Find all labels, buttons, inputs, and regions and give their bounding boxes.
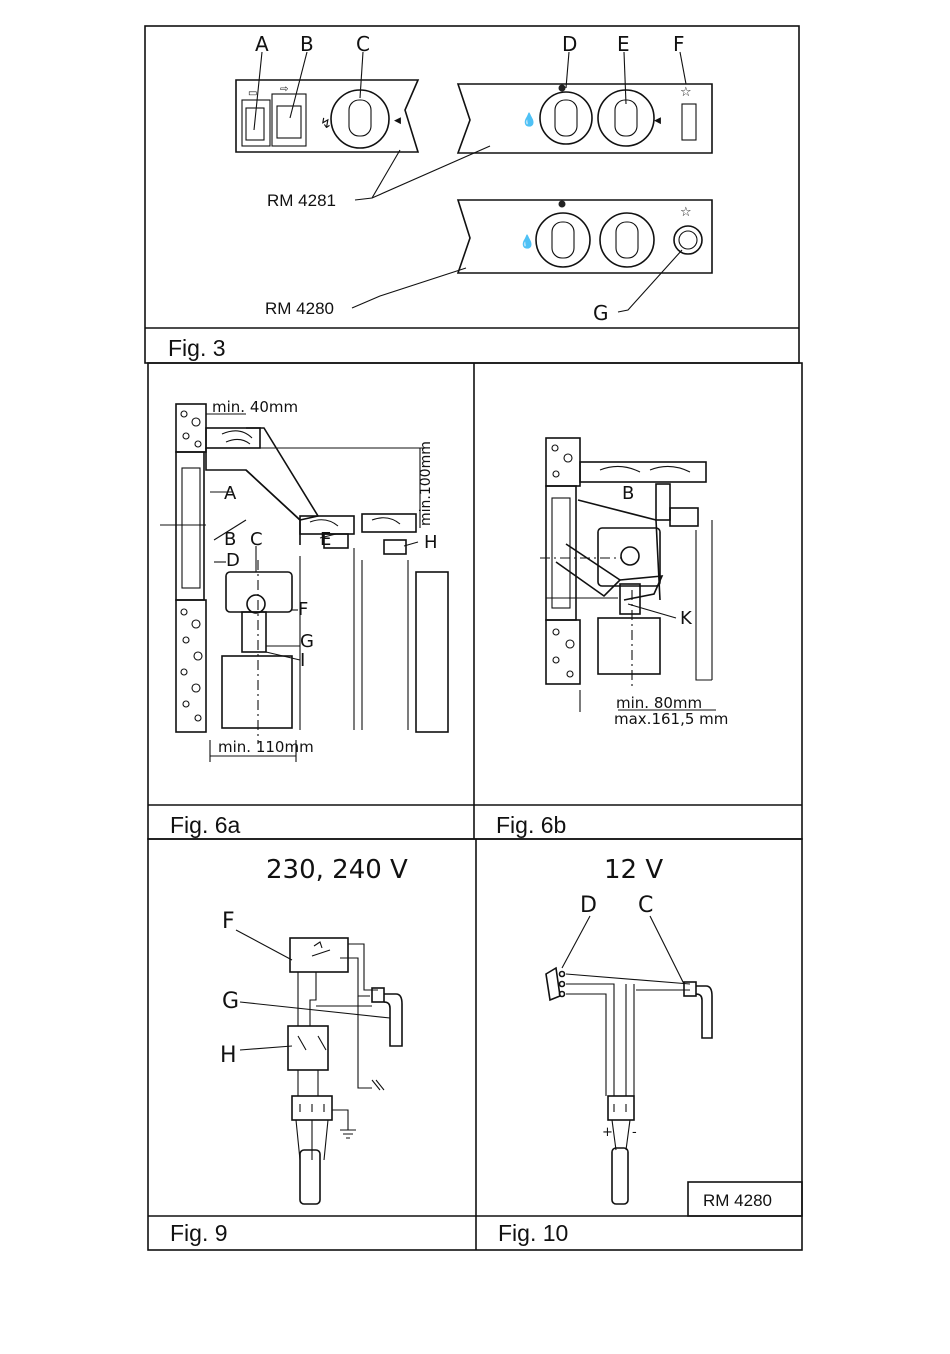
fig3-letter-e: E <box>617 32 630 56</box>
svg-text:◀: ◀ <box>654 116 661 126</box>
fig3-letter-c: C <box>356 32 370 56</box>
svg-text:⇨: ⇨ <box>280 84 288 95</box>
fig6a-letter-f: F <box>298 599 308 620</box>
fig10-polarity-plus: + <box>602 1125 613 1140</box>
fig10-caption: Fig. 10 <box>498 1220 568 1246</box>
fig6a-letter-e: E <box>320 529 331 550</box>
fig6b-letter-b: B <box>622 483 634 504</box>
svg-text:💧: 💧 <box>519 234 535 250</box>
fig3-letter-g: G <box>593 301 609 325</box>
fig6a-dim-vertical: min.100mm <box>418 441 434 526</box>
fig6b-letter-k: K <box>680 608 693 629</box>
fig9-circuit <box>288 938 402 1204</box>
svg-text:☆: ☆ <box>680 85 692 100</box>
fig10-model-label: RM 4280 <box>703 1191 772 1210</box>
fig6b-fridge <box>540 520 712 688</box>
fig6a-caption: Fig. 6a <box>170 812 241 838</box>
fig6a-letter-b: B <box>224 529 236 550</box>
svg-text:💧: 💧 <box>521 112 537 128</box>
fig10-circuit <box>546 968 712 1204</box>
fig6a-letter-d: D <box>226 550 240 571</box>
fig3-caption: Fig. 3 <box>168 335 226 361</box>
fig6a-dim-top: min. 40mm <box>212 398 298 416</box>
fig3-letter-d: D <box>562 32 577 56</box>
fig6a-installation-diagram: min. 40mm min.100mm min. 110mm A B C D E… <box>160 398 448 838</box>
fig6a-letter-c: C <box>250 529 263 550</box>
fig10-leader-lines <box>562 916 684 984</box>
fig6a-wall <box>160 404 206 732</box>
fig9-letter-g: G <box>222 989 239 1014</box>
fig10-voltage: 12 V <box>604 855 663 885</box>
fig3-letter-b: B <box>300 32 314 56</box>
fig3-model-rm4280: RM 4280 <box>265 299 334 318</box>
fig6b-caption: Fig. 6b <box>496 812 566 838</box>
fig6b-dim-max: max.161,5 mm <box>614 710 728 728</box>
panel-frames <box>145 26 802 1250</box>
fig6b-installation-diagram: B K min. 80mm max.161,5 mm Fig. 6b <box>496 438 728 838</box>
fig10-letter-c: C <box>638 893 653 918</box>
fig3-letter-a: A <box>255 32 269 56</box>
fig9-wiring-diagram: 230, 240 V F G <box>170 855 408 1246</box>
svg-text:◀: ◀ <box>394 116 401 126</box>
fig9-letter-f: F <box>222 909 235 934</box>
fig3-model-rm4281: RM 4281 <box>267 191 336 210</box>
fig10-letter-d: D <box>580 893 597 918</box>
fig6a-letter-g: G <box>300 631 314 652</box>
fig3-letter-f: F <box>673 32 685 56</box>
fig3-right-panel: 💧 ◀ ☆ <box>458 84 712 153</box>
fig6b-wall <box>546 438 580 684</box>
svg-text:▭: ▭ <box>248 88 257 99</box>
fig6a-dimension-lines <box>206 414 420 762</box>
fig9-voltage: 230, 240 V <box>266 855 408 885</box>
fig6a-letter-a: A <box>224 483 237 504</box>
fig9-caption: Fig. 9 <box>170 1220 228 1246</box>
fig6a-letter-i: I <box>300 650 305 671</box>
fig3-control-panels: ▭ ⇨ ↯ ◀ 💧 ◀ ☆ 💧 <box>168 32 712 361</box>
fig9-letter-h: H <box>220 1043 237 1068</box>
fig3-rm4280-panel: 💧 ☆ <box>458 200 712 273</box>
fig6a-letter-h: H <box>424 532 438 553</box>
svg-text:☆: ☆ <box>680 205 692 220</box>
fig3-left-panel: ▭ ⇨ ↯ ◀ <box>236 80 418 152</box>
fig6a-dim-bottom: min. 110mm <box>218 738 314 756</box>
fig10-wiring-diagram: 12 V D C + - RM 4280 Fig. 10 <box>498 855 802 1246</box>
svg-text:↯: ↯ <box>320 116 332 132</box>
fig6a-baffle <box>206 428 430 545</box>
fig10-polarity-minus: - <box>632 1125 637 1140</box>
